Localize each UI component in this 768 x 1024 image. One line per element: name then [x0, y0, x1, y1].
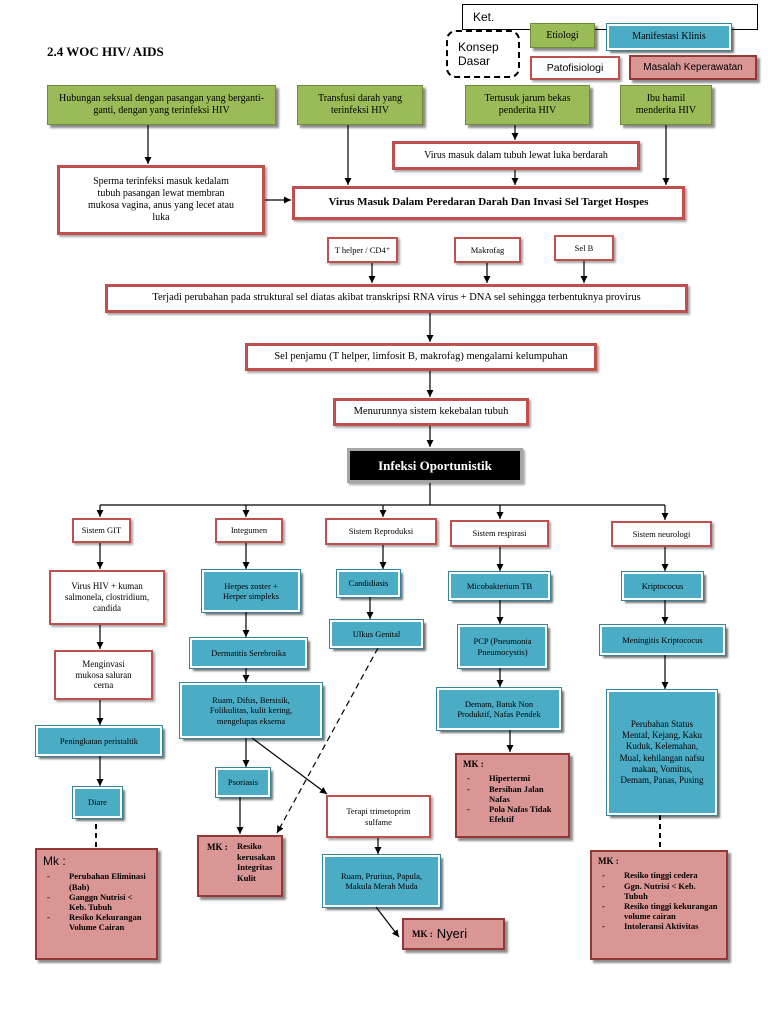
page-title: 2.4 WOC HIV/ AIDS: [47, 44, 164, 59]
legend-heading: Ket.: [473, 10, 495, 24]
respirasi-demam-batuk: Demam, Batuk Non Produktif, Nafas Pendek: [436, 687, 562, 731]
list-item: Bersihan Jalan Nafas: [463, 784, 562, 804]
sistem-integumen: Integumen: [215, 518, 283, 543]
list-item: Pola Nafas Tidak Efektif: [463, 804, 562, 824]
git-mk-list: Perubahan Eliminasi (Bab) Ganggn Nutrisi…: [43, 871, 150, 932]
pato-provirus: Terjadi perubahan pada struktural sel di…: [105, 284, 688, 313]
integumen-ruam-difus: Ruam, Difus, Bersisik, Folikulitas, kuli…: [179, 682, 323, 739]
respirasi-mk-heading: MK :: [463, 759, 484, 769]
sel-target-sel-b: Sel B: [554, 235, 614, 261]
terapi-efek-ruam: Ruam, Pruritus, Papula, Makula Merah Mud…: [322, 854, 441, 908]
integumen-masalah-keperawatan: MK : Resiko kerusakan Integritas Kulit: [197, 835, 283, 897]
sistem-neurologi: Sistem neurologi: [611, 521, 712, 547]
reproduksi-mk-heading: MK :: [412, 928, 433, 939]
pato-kekebalan-menurun: Menurunnya sistem kekebalan tubuh: [333, 398, 529, 426]
list-item: Resiko tinggi kekurangan volume cairan: [598, 901, 720, 921]
legend-masalah-keperawatan: Masalah Keperawatan: [629, 55, 757, 80]
git-virus-kuman: Virus HIV + kuman salmonela, clostridium…: [49, 570, 165, 625]
respirasi-mikobakterium: Micobakterium TB: [448, 571, 551, 601]
neurologi-mk-heading: MK :: [598, 856, 619, 866]
integumen-herpes: Herpes zoster + Herper simpleks: [201, 569, 301, 613]
pato-kelumpuhan: Sel penjamu (T helper, limfosit B, makro…: [245, 343, 597, 371]
reproduksi-mk-text: Nyeri: [436, 926, 468, 942]
reproduksi-candidiasis: Candidiasis: [336, 569, 401, 598]
list-item: Hipertermi: [463, 773, 562, 783]
sel-target-thelper: T helper / CD4⁺: [327, 237, 398, 263]
etiologi-ibu-hamil: Ibu hamil menderita HIV: [620, 85, 712, 125]
sistem-git: Sistem GIT: [72, 518, 131, 543]
neurologi-kriptococus: Kriptococus: [621, 571, 704, 601]
neurologi-meningitis: Meningitis Kriptococus: [599, 624, 726, 656]
etiologi-jarum: Tertusuk jarum bekas penderita HIV: [465, 85, 590, 125]
git-menginvasi-mukosa: Menginvasi mukosa saluran cerna: [54, 650, 153, 700]
sistem-reproduksi: Sistem Reproduksi: [325, 518, 437, 545]
neurologi-mk-list: Resiko tinggi cedera Ggn. Nutrisi < Keb.…: [598, 870, 720, 931]
list-item: Resiko tinggi cedera: [598, 870, 720, 880]
legend-manifestasi-klinis: Manifestasi Klinis: [606, 23, 732, 51]
integumen-dermatitis: Dermatitis Serebroika: [189, 637, 308, 669]
git-masalah-keperawatan: Mk : Perubahan Eliminasi (Bab) Ganggn Nu…: [35, 848, 158, 960]
git-mk-heading: Mk :: [43, 854, 66, 868]
neurologi-masalah-keperawatan: MK : Resiko tinggi cedera Ggn. Nutrisi <…: [590, 850, 728, 960]
git-diare: Diare: [72, 786, 123, 819]
neurologi-manifestasi: Perubahan Status Mental, Kejang, Kaku Ku…: [606, 689, 718, 816]
terapi-trimetoprim: Terapi trimetoprim sulfame: [326, 795, 431, 838]
sistem-respirasi: Sistem respirasi: [450, 520, 549, 547]
legend-etiologi: Etiologi: [530, 23, 595, 48]
list-item: Perubahan Eliminasi (Bab): [43, 871, 150, 891]
infeksi-oportunistik: Infeksi Oportunistik: [347, 448, 523, 483]
pato-luka-berdarah: Virus masuk dalam tubuh lewat luka berda…: [392, 141, 640, 170]
respirasi-mk-list: Hipertermi Bersihan Jalan Nafas Pola Naf…: [463, 773, 562, 824]
list-item: Intoleransi Aktivitas: [598, 921, 720, 931]
pato-sperma-terinfeksi: Sperma terinfeksi masuk kedalam tubuh pa…: [57, 165, 265, 235]
arrow-efek-to-nyeri: [375, 906, 400, 938]
legend-patofisiologi: Patofisiologi: [530, 56, 620, 80]
reproduksi-masalah-keperawatan: MK : Nyeri: [402, 918, 505, 950]
respirasi-pcp: PCP (Pneumonia Pneumocystis): [457, 624, 548, 669]
git-peningkatan-peristaltik: Peningkatan peristaltik: [35, 725, 163, 757]
sel-target-makrofag: Makrofag: [454, 237, 521, 263]
respirasi-masalah-keperawatan: MK : Hipertermi Bersihan Jalan Nafas Pol…: [455, 753, 570, 838]
integumen-mk-heading: MK :: [207, 842, 228, 852]
list-item: Ggn. Nutrisi < Keb. Tubuh: [598, 881, 720, 901]
legend-konsep-dasar: Konsep Dasar: [446, 30, 520, 78]
list-item: Ganggn Nutrisi < Keb. Tubuh: [43, 892, 150, 912]
integumen-psoriasis: Psoriasis: [215, 767, 271, 798]
reproduksi-ulkus-genital: Ulkus Genital: [329, 619, 424, 649]
etiologi-transfusi: Transfusi darah yang terinfeksi HIV: [297, 85, 423, 125]
integumen-mk-text: Resiko kerusakan Integritas Kulit: [237, 841, 276, 883]
list-item: Resiko Kekurangan Volume Cairan: [43, 912, 150, 932]
etiologi-hubungan-seksual: Hubungan seksual dengan pasangan yang be…: [47, 85, 276, 125]
pato-invasi-sel-target: Virus Masuk Dalam Peredaran Darah Dan In…: [292, 186, 685, 220]
